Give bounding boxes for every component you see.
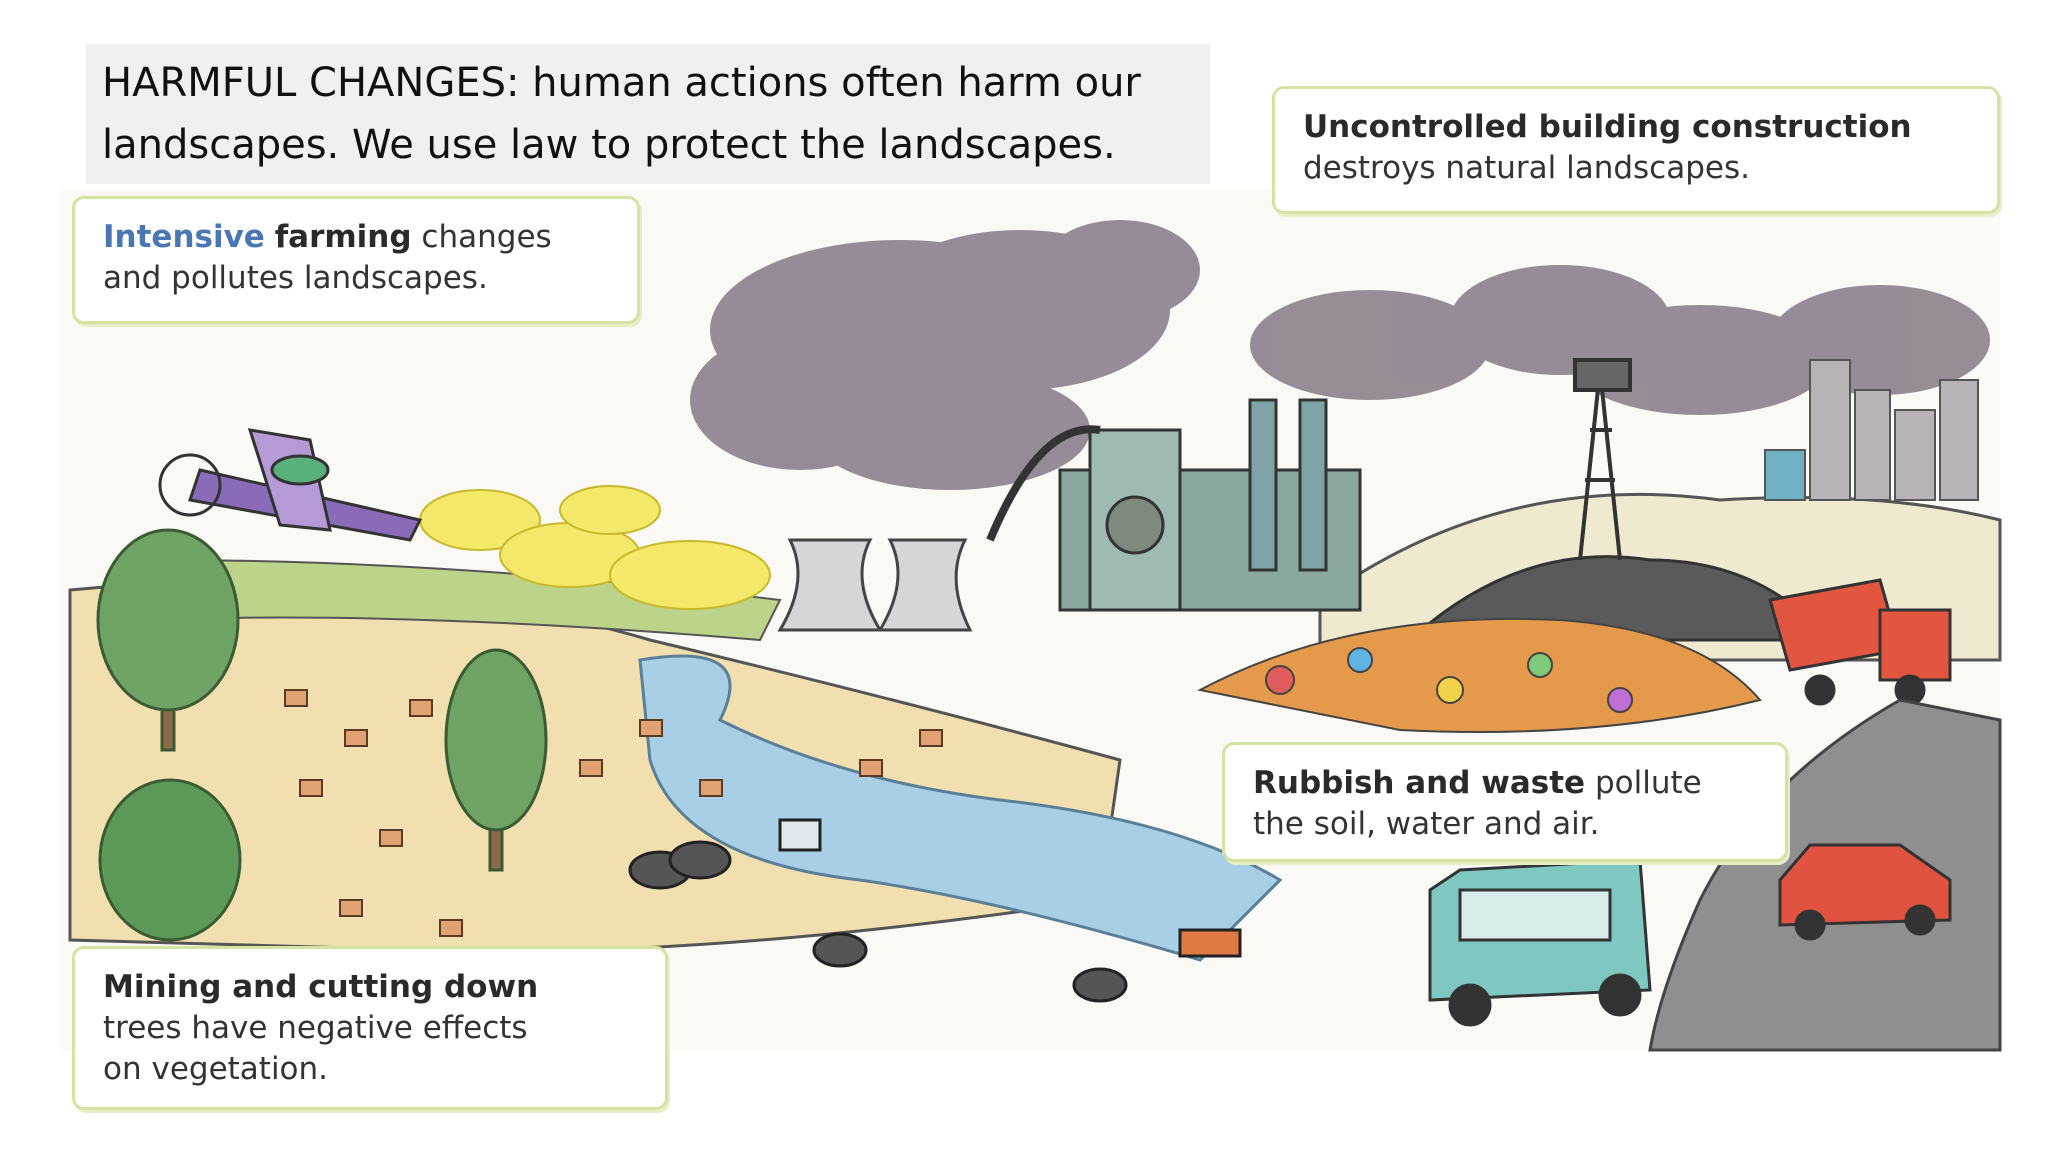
callout-building-construction: Uncontrolled building construction destr… [1272,86,2000,214]
crop-duster-plane [158,428,423,542]
rubbish-pile [1197,617,1762,733]
title-line-2: landscapes. We use law to protect the la… [102,122,1116,168]
river [638,654,1283,962]
mine-tower [1573,358,1632,561]
smoke-clouds [690,220,1990,490]
callout-farming-rest: changes [411,219,552,255]
callout-intensive-farming: Intensive farming changes and pollutes l… [72,196,640,324]
cooling-towers [777,538,973,632]
callout-rubbish-line-1: Rubbish and waste pollute [1253,763,1757,804]
slide-title: HARMFUL CHANGES: human actions often har… [86,44,1210,184]
title-line-1: HARMFUL CHANGES: human actions often har… [102,60,1141,106]
tree-stumps [284,689,943,937]
trees [96,528,548,942]
callout-farming-word-intensive: Intensive [103,219,265,255]
city-skyline [1764,359,1979,501]
callout-farming-line-1: Intensive farming changes [103,217,609,258]
van [1428,858,1652,1027]
callout-farming-word-farming: farming [274,219,412,255]
callout-mining-line-2: trees have negative effects [103,1010,528,1046]
callout-mining-cutting: Mining and cutting down trees have negat… [72,946,668,1110]
callout-mining-line-3: on vegetation. [103,1051,329,1087]
junk-tyres [628,818,1242,1003]
callout-rubbish-rest: pollute [1585,765,1702,801]
callout-rubbish-waste: Rubbish and waste pollute the soil, wate… [1222,742,1788,862]
callout-rubbish-bold: Rubbish and waste [1253,765,1586,801]
callout-mining-bold: Mining and cutting down [103,969,539,1005]
callout-building-line-2: destroys natural landscapes. [1303,150,1750,186]
callout-building-bold: Uncontrolled building construction [1303,109,1912,145]
factory [986,398,1362,612]
pesticide-spray [419,485,771,610]
callout-farming-line-2: and pollutes landscapes. [103,260,488,296]
callout-rubbish-line-2: the soil, water and air. [1253,806,1600,842]
farm-fields [148,558,782,642]
red-car [1778,843,1952,941]
